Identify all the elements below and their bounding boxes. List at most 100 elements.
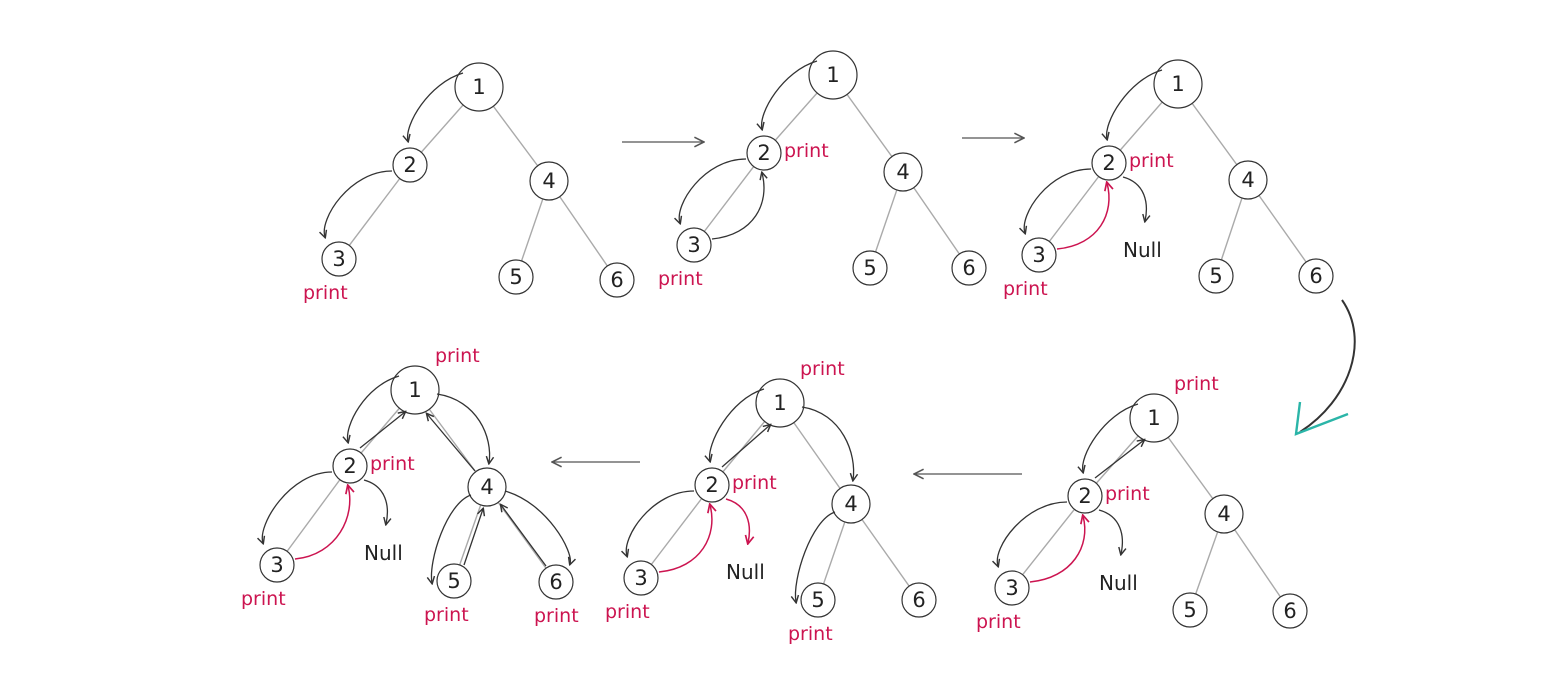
step-arrow-3-4-head (1294, 401, 1349, 436)
node-circle (994, 570, 1030, 606)
tree-edge-2-3 (338, 164, 411, 260)
return-arrow-3-to-2 (294, 486, 350, 560)
node-label: 2 (757, 141, 770, 165)
node-label: 1 (826, 63, 839, 87)
tree-node-6: 6 (1272, 593, 1308, 629)
traverse-arrow-4-to-5 (431, 494, 472, 583)
node-circle (1228, 160, 1268, 200)
node-label: 6 (549, 570, 562, 594)
node-circle (1021, 237, 1057, 273)
return-arrow-2-to-1 (721, 425, 770, 468)
traverse-arrow-1-to-4 (801, 406, 854, 480)
node-circle (321, 241, 357, 277)
null-label: Null (364, 541, 403, 565)
traverse-arrow-1-to-2 (408, 72, 464, 141)
node-circle (1067, 478, 1103, 514)
node-label: 6 (1283, 599, 1296, 623)
node-label: 1 (1147, 406, 1160, 430)
node-circle (332, 448, 368, 484)
print-label-node-2: print (1105, 483, 1150, 505)
node-label: 2 (1102, 151, 1115, 175)
node-circle (1272, 593, 1308, 629)
tree-node-4: 4 (1228, 160, 1268, 200)
print-label-node-5: print (424, 604, 469, 626)
node-label: 2 (705, 473, 718, 497)
tree-node-1: 1 (454, 62, 504, 112)
tree-edge-2-3 (640, 484, 713, 579)
print-label-node-3: print (1003, 278, 1048, 300)
traverse-arrow-2-to-null (1122, 176, 1146, 221)
return-arrow-6-to-4 (501, 505, 547, 567)
return-arrow-3-to-2 (1029, 516, 1085, 583)
tree-node-6: 6 (1298, 258, 1334, 294)
print-label-node-2: print (370, 453, 415, 475)
node-circle (694, 467, 730, 503)
node-circle (1091, 145, 1127, 181)
tree-node-2: 2 (694, 467, 730, 503)
node-label: 4 (480, 475, 493, 499)
tree-node-6: 6 (951, 250, 987, 286)
traverse-arrow-1-to-4 (436, 393, 490, 463)
node-label: 1 (773, 391, 786, 415)
tree-node-4: 4 (1204, 494, 1244, 534)
print-label-node-2: print (784, 140, 829, 162)
node-circle (623, 560, 659, 596)
traverse-arrow-2-to-3 (1024, 168, 1092, 233)
node-label: 4 (1217, 502, 1230, 526)
print-label-node-1: print (800, 358, 845, 380)
traverse-arrow-2-to-null (725, 498, 749, 543)
null-label: Null (726, 560, 765, 584)
return-arrow-3-to-2 (711, 173, 764, 240)
return-arrow-4-to-1 (427, 414, 476, 472)
tree-edge-4-6 (850, 503, 920, 601)
tree-node-3: 3 (259, 547, 295, 583)
node-label: 6 (610, 268, 623, 292)
null-label: Null (1123, 238, 1162, 262)
node-circle (1204, 494, 1244, 534)
node-label: 5 (863, 256, 876, 280)
print-label-node-3: print (605, 601, 650, 623)
node-circle (831, 484, 871, 524)
node-label: 3 (1032, 243, 1045, 267)
print-label-node-3: print (303, 282, 348, 304)
tree-node-2: 2 (332, 448, 368, 484)
node-circle (436, 563, 472, 599)
traverse-arrow-2-to-3 (626, 490, 695, 556)
node-label: 2 (343, 454, 356, 478)
node-circle (1198, 258, 1234, 294)
traverse-arrow-1-to-2 (762, 60, 818, 129)
traverse-arrow-1-to-2 (348, 375, 400, 442)
traverse-arrow-1-to-2 (1083, 403, 1139, 472)
print-label-node-2: print (732, 472, 777, 494)
node-circle (1172, 592, 1208, 628)
node-label: 4 (542, 169, 555, 193)
node-circle (883, 152, 923, 192)
tree-node-2: 2 (746, 135, 782, 171)
traverse-arrow-2-to-3 (262, 471, 333, 543)
return-arrow-2-to-1 (1094, 440, 1144, 479)
node-circle (538, 564, 574, 600)
return-arrow-3-to-2 (658, 505, 712, 573)
node-label: 6 (912, 588, 925, 612)
traverse-arrow-1-to-2 (710, 388, 765, 461)
traverse-arrow-2-to-3 (997, 501, 1068, 566)
node-circle (1298, 258, 1334, 294)
tree-node-4: 4 (467, 467, 507, 507)
node-circle (1129, 393, 1179, 443)
print-label-node-6: print (534, 605, 579, 627)
print-label-node-1: print (435, 345, 480, 367)
tree-node-3: 3 (321, 241, 357, 277)
print-label-node-3: print (658, 268, 703, 290)
node-circle (755, 378, 805, 428)
tree-node-5: 5 (436, 563, 472, 599)
node-label: 6 (1309, 264, 1322, 288)
tree-node-2: 2 (1067, 478, 1103, 514)
node-circle (1153, 59, 1203, 109)
node-label: 4 (844, 492, 857, 516)
print-label-node-2: print (1129, 150, 1174, 172)
